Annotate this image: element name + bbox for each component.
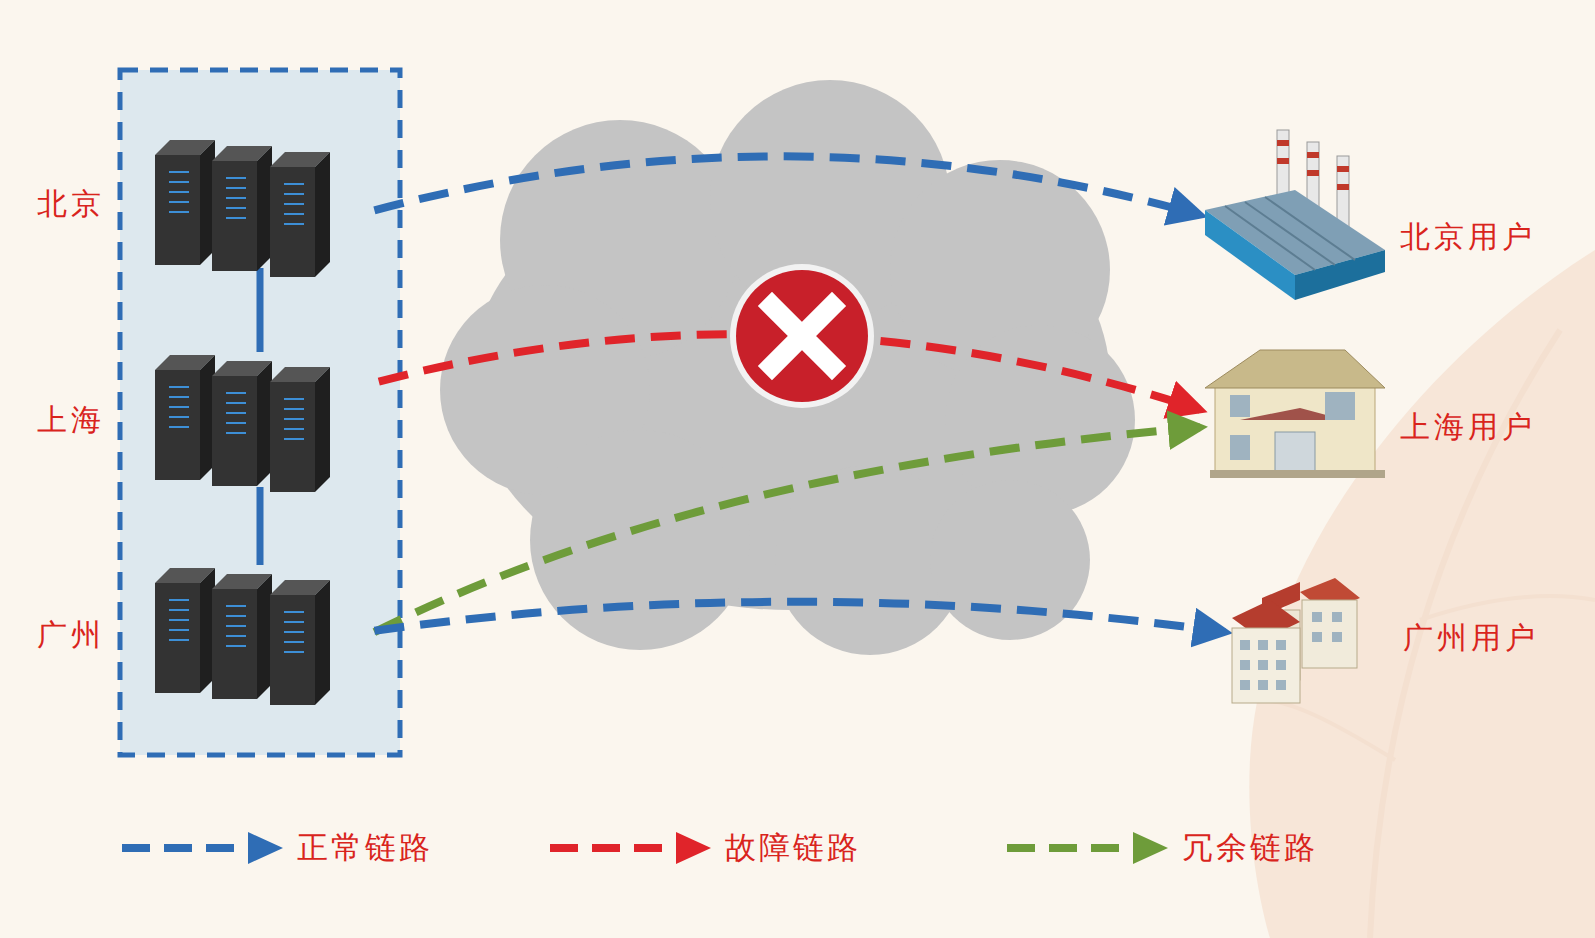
server-region (120, 70, 400, 755)
legend-sample (120, 828, 285, 868)
legend-text: 正常链路 (297, 827, 433, 869)
city-label: 广州 (37, 615, 105, 656)
house-icon (1205, 350, 1385, 478)
server-node: 北京 (150, 140, 370, 268)
legend-text: 冗余链路 (1182, 827, 1318, 869)
server-rack-shanghai (155, 355, 330, 492)
link-connector (257, 268, 264, 352)
legend-item: 冗余链路 (1005, 825, 1318, 871)
failure-mark (730, 264, 874, 408)
city-label: 上海 (37, 399, 105, 440)
legend-text: 故障链路 (725, 827, 861, 869)
user-label: 广州用户 (1403, 617, 1539, 658)
legend-sample (1005, 828, 1170, 868)
user-node: 上海用户 (1200, 345, 1385, 480)
user-label: 上海用户 (1400, 406, 1536, 447)
legend-sample (548, 828, 713, 868)
factory-icon (1205, 130, 1385, 300)
link-connector (374, 156, 1200, 215)
link-connector (257, 487, 264, 565)
link-connector (374, 602, 1225, 632)
user-node: 北京用户 (1200, 125, 1390, 305)
apartment-icon (1232, 578, 1360, 703)
legend-item: 故障链路 (548, 825, 861, 871)
server-rack-beijing (155, 140, 330, 277)
server-node: 上海 (150, 352, 370, 487)
city-label: 北京 (37, 184, 105, 225)
legend-item: 正常链路 (120, 825, 433, 871)
user-label: 北京用户 (1400, 217, 1536, 258)
server-rack-guangzhou (155, 568, 330, 705)
server-node: 广州 (150, 565, 370, 705)
user-node: 广州用户 (1225, 570, 1365, 705)
